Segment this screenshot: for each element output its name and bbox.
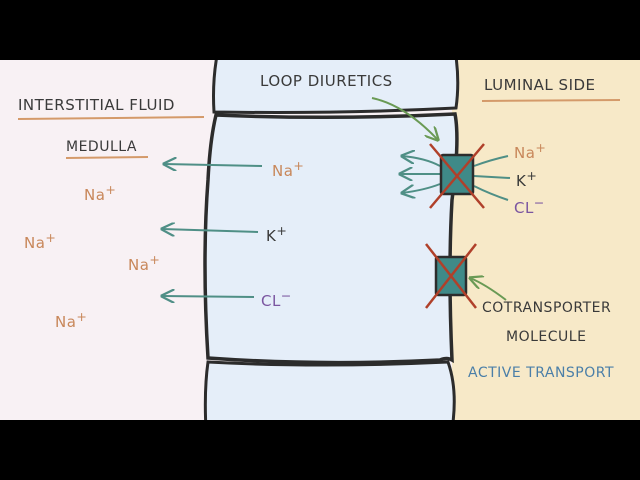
cell-chloride-ion: CL− — [261, 288, 292, 310]
cl-arrow — [162, 296, 255, 297]
interstitial-fluid-label: INTERSTITIAL FLUID — [18, 96, 175, 114]
transporter-in-arrow-2 — [473, 175, 511, 179]
letterbox-bottom — [0, 420, 640, 480]
sodium-ion-1: Na+ — [84, 182, 117, 204]
luminal-sodium-ion: Na+ — [514, 140, 547, 162]
underline-interstitial — [17, 116, 205, 120]
cell-top — [212, 60, 460, 114]
diagram-drawing — [17, 60, 640, 420]
cotransporter-pointer-arrow — [470, 278, 507, 301]
luminal-side-label: LUMINAL SIDE — [484, 76, 596, 94]
transporter-in-arrow-1 — [473, 155, 509, 167]
sodium-ion-3: Na+ — [128, 252, 161, 274]
letterbox-top — [0, 0, 640, 60]
sodium-ion-4: Na+ — [55, 309, 88, 331]
cell-potassium-ion: K+ — [266, 223, 288, 245]
pointer-arrow-icon — [371, 97, 438, 140]
cotransporter-icon-lower — [425, 243, 477, 309]
cell-sodium-ion: Na+ — [272, 158, 305, 180]
transporter-out-arrow-1 — [402, 156, 441, 167]
sodium-ion-2: Na+ — [24, 230, 57, 252]
transporter-in-arrow-3 — [473, 185, 509, 201]
molecule-label: MOLECULE — [506, 329, 587, 345]
active-transport-label: ACTIVE TRANSPORT — [468, 365, 615, 381]
k-arrow — [162, 229, 259, 232]
transporter-out-arrow-3 — [402, 183, 441, 193]
diagram-scene: INTERSTITIAL FLUID MEDULLA LOOP DIURETIC… — [0, 60, 640, 420]
underline-medulla — [65, 156, 149, 159]
luminal-potassium-ion: K+ — [516, 168, 538, 190]
luminal-region — [452, 60, 640, 420]
medulla-label: MEDULLA — [66, 139, 137, 155]
underline-luminal — [481, 99, 621, 102]
loop-diuretics-label: LOOP DIURETICS — [260, 72, 393, 90]
cotransporter-label: COTRANSPORTER — [482, 300, 612, 316]
na-arrow — [164, 164, 263, 166]
luminal-chloride-ion: CL− — [514, 195, 545, 217]
cell-middle — [203, 112, 459, 365]
cell-bottom — [203, 360, 456, 420]
cotransporter-blocked-icon — [429, 143, 485, 209]
